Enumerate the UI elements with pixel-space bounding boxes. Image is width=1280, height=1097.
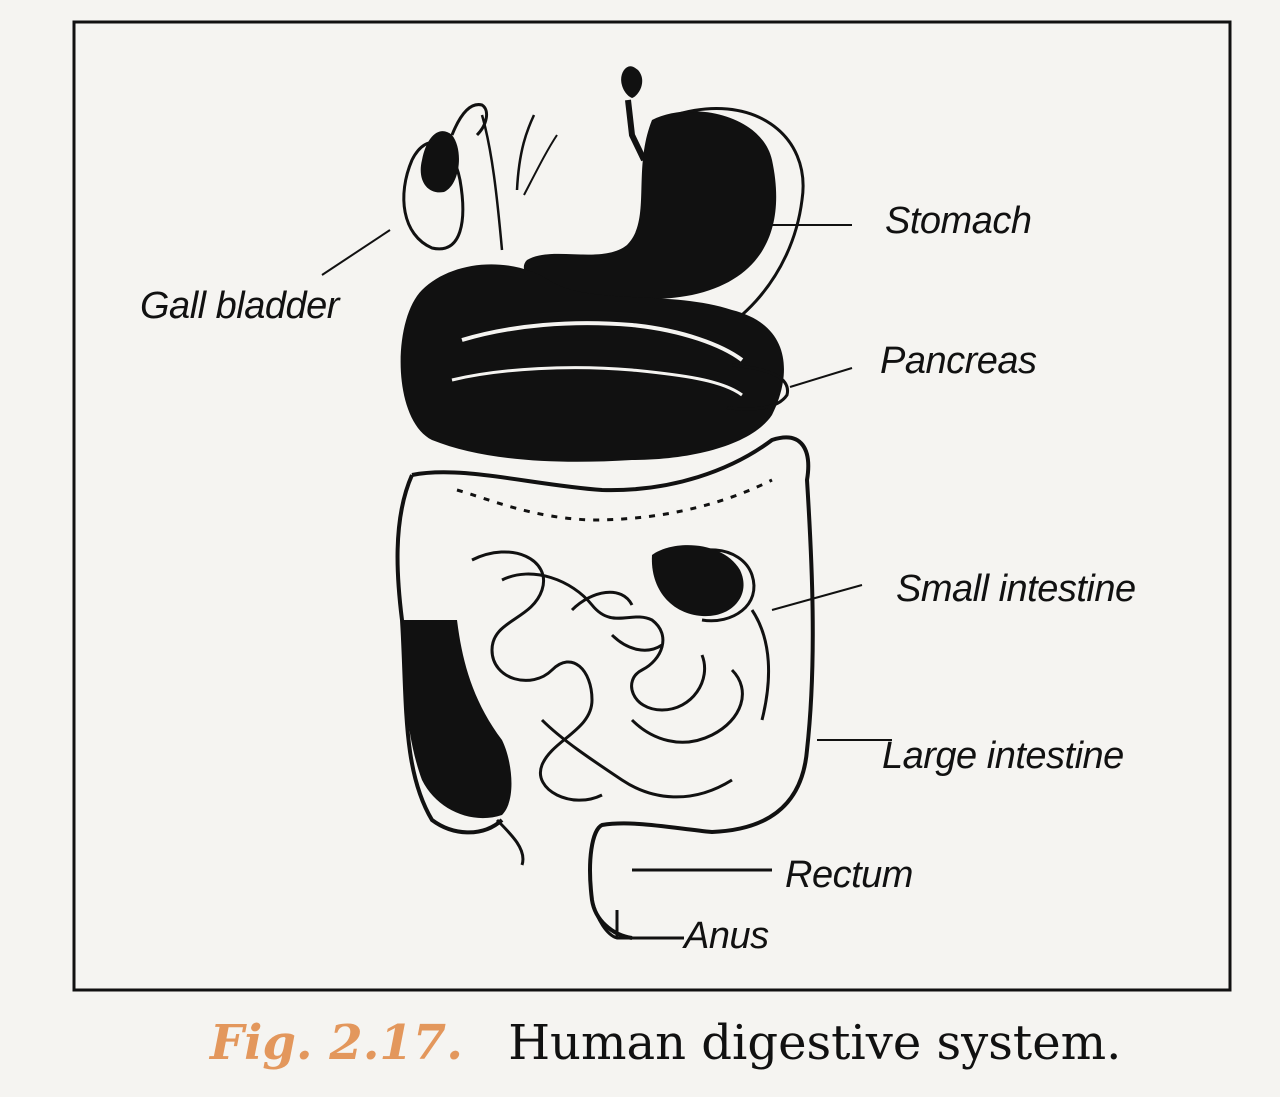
- caption-text: Human digestive system.: [508, 1015, 1122, 1071]
- label-rectum: Rectum: [785, 854, 913, 896]
- label-anus: Anus: [684, 915, 769, 957]
- label-gall-bladder: Gall bladder: [140, 285, 339, 327]
- label-stomach: Stomach: [885, 200, 1032, 242]
- label-pancreas: Pancreas: [880, 340, 1037, 382]
- figure-border: [72, 20, 1232, 992]
- label-small-intestine: Small intestine: [896, 568, 1136, 610]
- rectum-anus-organ: [590, 868, 772, 940]
- caption-number: Fig. 2.17.: [210, 1015, 463, 1071]
- figure-caption: Fig. 2.17. Human digestive system.: [210, 1015, 1121, 1071]
- pancreas-organ: [400, 264, 853, 462]
- large-intestine-organ: [395, 435, 892, 940]
- figure-frame: Stomach Gall bladder Pancreas Small inte…: [72, 20, 1232, 992]
- esophagus-organ: [621, 66, 647, 162]
- gall-bladder-leader: [321, 229, 391, 276]
- digestive-system-illustration: [72, 20, 1232, 992]
- label-large-intestine: Large intestine: [882, 735, 1124, 777]
- gall-bladder-organ: [402, 103, 558, 251]
- small-intestine-dark-loop: [651, 545, 744, 617]
